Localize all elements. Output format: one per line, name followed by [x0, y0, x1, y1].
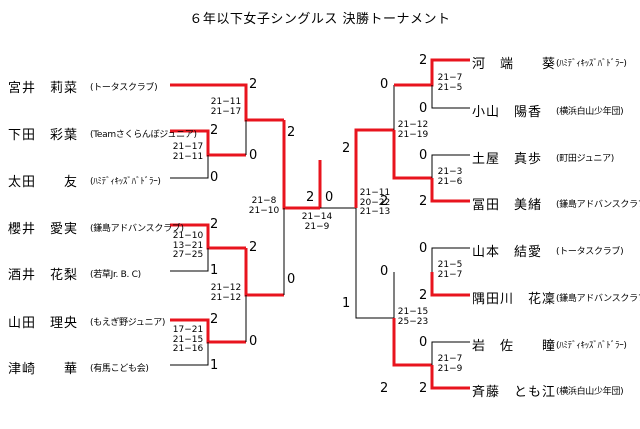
score: 2	[419, 288, 428, 303]
score: 2	[380, 381, 389, 396]
right-player-name: 岩 佐 瞳	[472, 339, 557, 354]
left-player-club: (鎌島アドバンスクラブ)	[90, 224, 184, 234]
right-player-club: (横浜白山少年団)	[556, 107, 624, 117]
score: 0	[249, 334, 258, 349]
right-player-club: (ﾊﾐﾃﾞｨｷｯｽﾞﾊﾞﾄﾞﾗｰ)	[556, 59, 627, 69]
right-player-club: (トータスクラブ)	[556, 247, 624, 257]
bracket-title: ６年以下女子シングルス 決勝トーナメント	[189, 12, 451, 27]
line-r-sf-top	[354, 128, 394, 208]
right-player-club: (鎌島アドバンスクラブ)	[556, 294, 640, 304]
right-player-club: (鎌島アドバンスクラブ)	[556, 200, 640, 210]
score: 1	[210, 358, 219, 373]
line-r-yamamoto	[431, 247, 470, 272]
right-player-club: (横浜白山少年団)	[556, 387, 624, 397]
score: 0	[380, 264, 389, 279]
score: 0	[249, 148, 258, 163]
line-r-kawabata	[394, 58, 470, 87]
line-l-sakai	[170, 248, 209, 272]
score: 2	[249, 77, 258, 92]
left-player-name: 山田 理央	[8, 316, 79, 331]
left-player-name: 下田 彩葉	[8, 128, 79, 143]
score: 2	[419, 381, 428, 396]
line-l-ota	[170, 155, 209, 179]
line-l-yamada	[170, 318, 246, 344]
left-player-club: (若草Jr. B. C)	[90, 270, 141, 280]
line-l-miyai	[170, 83, 284, 122]
left-player-club: (トータスクラブ)	[90, 83, 158, 93]
line-r-saito	[430, 365, 470, 390]
line-r-tsuchiya	[431, 154, 470, 178]
line-r-r2-tomita	[392, 130, 432, 180]
left-player-club: (Teamさくらんぼジュニア)	[90, 130, 197, 140]
score: 0	[287, 272, 296, 287]
line-l-tsuzaki	[170, 342, 209, 366]
final-score-left: 2	[306, 190, 315, 205]
score: 0	[380, 77, 389, 92]
score: 2	[249, 240, 258, 255]
score: 0	[419, 241, 428, 256]
score: 2	[419, 53, 428, 68]
line-r-koyama	[431, 85, 470, 109]
score: 1	[210, 263, 219, 278]
right-player-name: 斉藤 とも江	[472, 385, 557, 400]
line-r-iwasa	[431, 341, 470, 365]
right-player-name: 河 端 葵	[472, 57, 557, 72]
final-score-right: 0	[325, 190, 334, 205]
score: 2	[419, 194, 428, 209]
score: 2	[210, 217, 219, 232]
right-player-name: 土屋 真歩	[472, 152, 543, 167]
right-player-club: (ﾊﾐﾃﾞｨｷｯｽﾞﾊﾞﾄﾞﾗｰ)	[556, 341, 627, 351]
score: 0	[419, 335, 428, 350]
score: 2	[210, 123, 219, 138]
line-l-shimoda	[170, 129, 246, 157]
right-player-name: 山本 結愛	[472, 245, 543, 260]
line-r-r2-saito	[392, 318, 432, 367]
left-player-club: (ﾊﾐﾃﾞｨｷｯｽﾞﾊﾞﾄﾞﾗｰ)	[90, 177, 161, 187]
score: 1	[342, 296, 351, 311]
line-l-sakurai	[170, 223, 246, 250]
left-player-club: (もえぎ野ジュニア)	[90, 318, 166, 328]
left-player-name: 津崎 華	[8, 362, 79, 377]
left-player-name: 酒井 花梨	[8, 268, 79, 283]
right-player-name: 小山 陽香	[472, 105, 543, 120]
line-r-tomita	[430, 178, 470, 203]
score: 2	[380, 194, 389, 209]
line-l-r2-sakurai	[244, 248, 284, 297]
score: 2	[342, 141, 351, 156]
left-player-name: 櫻井 愛実	[8, 222, 79, 237]
left-player-name: 宮井 莉菜	[8, 81, 79, 96]
left-player-club: (有馬こども会)	[90, 364, 149, 374]
line-r-sumidagawa	[430, 272, 470, 297]
line-r-sf-bottom	[355, 208, 394, 319]
right-player-name: 隅田川 花凜	[472, 292, 557, 307]
left-player-name: 太田 友	[8, 175, 79, 190]
score: 2	[210, 312, 219, 327]
score: 0	[419, 148, 428, 163]
score: 0	[419, 101, 428, 116]
score: 0	[210, 170, 219, 185]
score: 2	[287, 125, 296, 140]
right-player-name: 冨田 美緒	[472, 198, 543, 213]
right-player-club: (町田ジュニア)	[556, 154, 614, 164]
